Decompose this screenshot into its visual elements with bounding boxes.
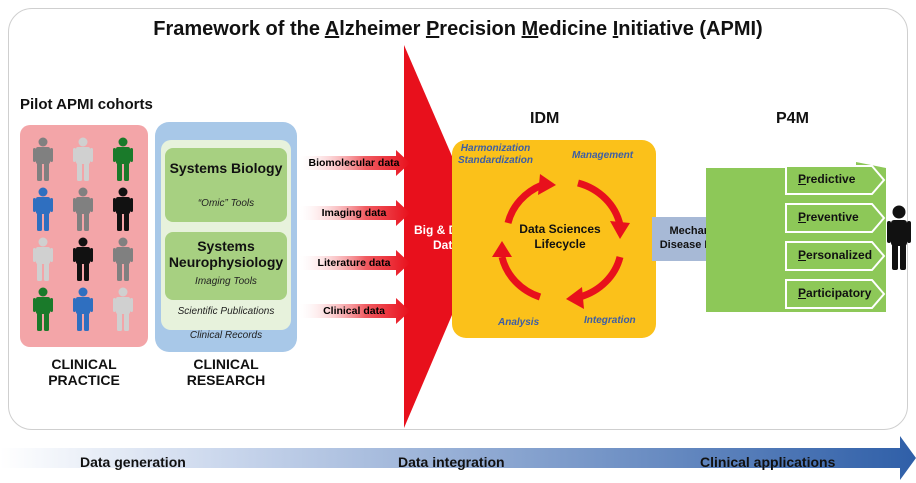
p4m-item-preventive-initial: P [798, 210, 807, 224]
title-part: Framework of the [153, 18, 325, 40]
person-icon [113, 287, 133, 331]
title-part: edicine [538, 18, 613, 40]
cycle-head-4 [492, 241, 512, 257]
arrow-label-literature: Literature data [317, 257, 391, 269]
imaging-tools-label: Imaging Tools [195, 276, 257, 287]
p4m-item-preventive-rest: reventive [806, 210, 859, 224]
cohorts-heading: Pilot APMI cohorts [20, 96, 153, 113]
management-label: Management [572, 150, 634, 161]
biomolecular-arrow [300, 150, 410, 176]
lifecycle-cycle [492, 174, 630, 309]
p4m-heading: P4M [776, 110, 809, 127]
literature-arrow [300, 250, 410, 276]
clinical-applications-label: Clinical applications [700, 454, 836, 470]
person-icon [33, 237, 53, 281]
p-arrow-1 [785, 165, 886, 195]
clinical-practice-label-line2: PRACTICE [48, 372, 120, 388]
clinical-records-label: Clinical Records [189, 330, 263, 341]
systems-neuro-line2: Neurophysiology [168, 254, 284, 270]
clinical-research-label-line1: CLINICAL [193, 356, 259, 372]
systems-neuro-line1: Systems [197, 238, 255, 254]
title-part: A [324, 18, 340, 40]
data-integration-label: Data integration [398, 454, 505, 470]
cycle-arc-3 [578, 256, 624, 301]
clinical-research-label: CLINICAL RESEARCH [155, 356, 297, 388]
bottom-progress-arrow [0, 436, 916, 480]
funnel-shape [404, 45, 486, 428]
p4m-item-predictive: Predictive [798, 172, 855, 186]
systems-neurophysiology-title: Systems Neurophysiology [165, 238, 287, 270]
lifecycle-line2: Lifecycle [534, 237, 586, 251]
clinical-practice-box [20, 125, 148, 347]
clinical-research-label-line2: RESEARCH [186, 372, 266, 388]
cycle-head-1 [538, 174, 556, 195]
lifecycle-line1: Data Sciences [519, 222, 601, 236]
title-part: I [612, 18, 619, 40]
person-icon [33, 137, 53, 181]
cycle-head-3 [566, 287, 584, 309]
systems-neurophysiology-box: Systems Neurophysiology Imaging Tools [165, 232, 287, 300]
p4m-item-preventive: Preventive [798, 210, 859, 224]
harmonization-text: Harmonization [460, 143, 531, 154]
person-icon-patient [887, 205, 911, 270]
person-icon [73, 287, 93, 331]
cycle-head-2 [610, 221, 630, 239]
person-icon [73, 187, 93, 231]
idm-heading: IDM [530, 110, 560, 127]
p4m-item-participatory: Participatory [798, 286, 871, 300]
big-data-funnel [404, 45, 486, 428]
p4m-panel [706, 162, 886, 312]
clinical-practice-label: CLINICAL PRACTICE [20, 356, 148, 388]
clinical-practice-label-line1: CLINICAL [51, 356, 117, 372]
cycle-arc-4 [498, 256, 542, 301]
title-part: M [521, 18, 539, 40]
title-part: nitiative (APMI) [618, 18, 763, 40]
title-part: recision [439, 18, 522, 40]
person-icon [73, 137, 93, 181]
person-icon [33, 187, 53, 231]
arrow-label-imaging: Imaging data [321, 207, 387, 219]
cycle-arc-2 [577, 179, 624, 226]
person-icon [113, 187, 133, 231]
bottom-arrow-shape [0, 436, 916, 480]
p4m-item-participatory-rest: articipatory [806, 286, 872, 300]
p-arrow-4 [785, 279, 886, 309]
clinical-arrow [300, 298, 410, 324]
omic-tools-label: “Omic” Tools [197, 198, 255, 209]
p4m-item-participatory-initial: P [798, 286, 807, 300]
cycle-arc-1 [504, 181, 544, 224]
scientific-publications-label: Scientific Publications [177, 306, 275, 317]
systems-biology-box: Systems Biology “Omic” Tools [165, 148, 287, 222]
analysis-label: Analysis [498, 317, 540, 328]
systems-biology-title: Systems Biology [169, 160, 283, 176]
harmonization-label: Harmonization Standardization [458, 143, 533, 167]
person-icon [73, 237, 93, 281]
title-part: lzheimer [339, 18, 426, 40]
arrow-label-biomolecular: Biomolecular data [308, 157, 400, 169]
arrow-label-clinical: Clinical data [323, 305, 385, 317]
title-part: P [425, 18, 440, 40]
page-title: Framework of the Alzheimer Precision Med… [0, 18, 916, 41]
p-arrow-2 [785, 203, 886, 233]
p4m-item-personalized-initial: P [798, 248, 807, 262]
p4m-item-personalized: Personalized [798, 248, 872, 262]
imaging-arrow [300, 200, 410, 226]
data-generation-label: Data generation [80, 454, 186, 470]
p4m-background [706, 162, 886, 312]
p4m-item-predictive-rest: redictive [806, 172, 856, 186]
standardization-text: Standardization [458, 155, 534, 166]
person-icon [33, 287, 53, 331]
p4m-item-personalized-rest: ersonalized [806, 248, 873, 262]
data-arrows [300, 150, 410, 324]
integration-label: Integration [584, 315, 636, 326]
p-arrow-3 [785, 241, 886, 271]
data-sciences-lifecycle-label: Data Sciences Lifecycle [500, 222, 620, 252]
p4m-item-predictive-initial: P [798, 172, 807, 186]
person-icon [113, 237, 133, 281]
person-icon [113, 137, 133, 181]
idm-box [452, 140, 656, 338]
